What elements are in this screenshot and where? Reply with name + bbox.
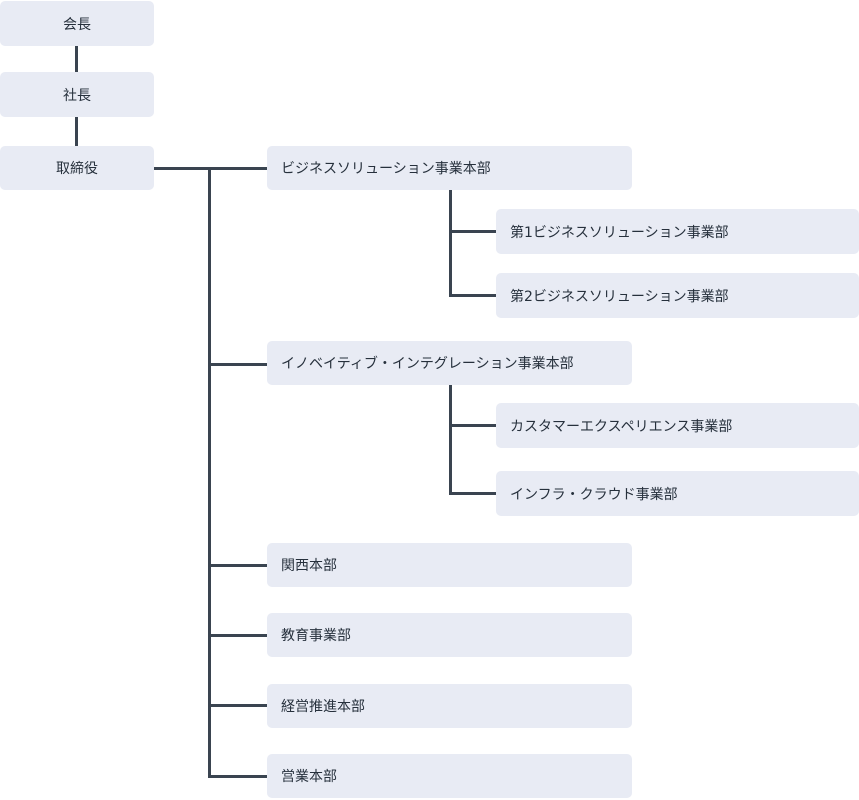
node-board-label: 取締役 [56,161,98,177]
connector-board-trunk [154,167,211,170]
node-department-1-1: 第1ビジネスソリューション事業部 [496,209,859,254]
connector-chairman-president [75,46,78,72]
connector-division-4 [208,634,267,637]
node-department-1-1-label: 第1ビジネスソリューション事業部 [510,224,729,241]
node-chairman: 会長 [0,1,154,46]
connector-sub-1-2 [449,294,496,297]
connector-branch-2 [449,385,452,495]
node-division-6: 営業本部 [267,754,632,798]
node-department-2-1: カスタマーエクスペリエンス事業部 [496,403,859,448]
node-division-6-label: 営業本部 [281,769,337,785]
node-department-2-2: インフラ・クラウド事業部 [496,471,859,516]
node-division-4: 教育事業部 [267,613,632,657]
node-division-2-label: イノベイティブ・インテグレーション事業本部 [281,356,574,372]
node-division-1-label: ビジネスソリューション事業本部 [281,161,491,177]
node-president-label: 社長 [63,87,91,104]
node-department-2-1-label: カスタマーエクスペリエンス事業部 [510,418,733,435]
node-division-3: 関西本部 [267,543,632,587]
connector-division-5 [208,704,267,707]
node-division-3-label: 関西本部 [281,558,337,574]
node-division-5: 経営推進本部 [267,684,632,728]
node-president: 社長 [0,72,154,117]
node-department-2-2-label: インフラ・クラウド事業部 [510,486,678,503]
node-division-4-label: 教育事業部 [281,628,351,644]
connector-division-6 [208,775,267,778]
node-department-1-2: 第2ビジネスソリューション事業部 [496,273,859,318]
connector-branch-1 [449,190,452,297]
connector-division-1 [208,167,267,170]
node-board: 取締役 [0,146,154,190]
node-division-2: イノベイティブ・インテグレーション事業本部 [267,341,632,385]
node-division-5-label: 経営推進本部 [281,699,365,715]
connector-division-3 [208,564,267,567]
connector-sub-2-1 [449,424,496,427]
node-division-1: ビジネスソリューション事業本部 [267,146,632,190]
node-chairman-label: 会長 [63,16,91,33]
connector-division-2 [208,363,267,366]
connector-sub-1-1 [449,230,496,233]
connector-president-board [75,117,78,146]
connector-sub-2-2 [449,492,496,495]
node-department-1-2-label: 第2ビジネスソリューション事業部 [510,288,729,305]
connector-trunk [208,167,211,777]
